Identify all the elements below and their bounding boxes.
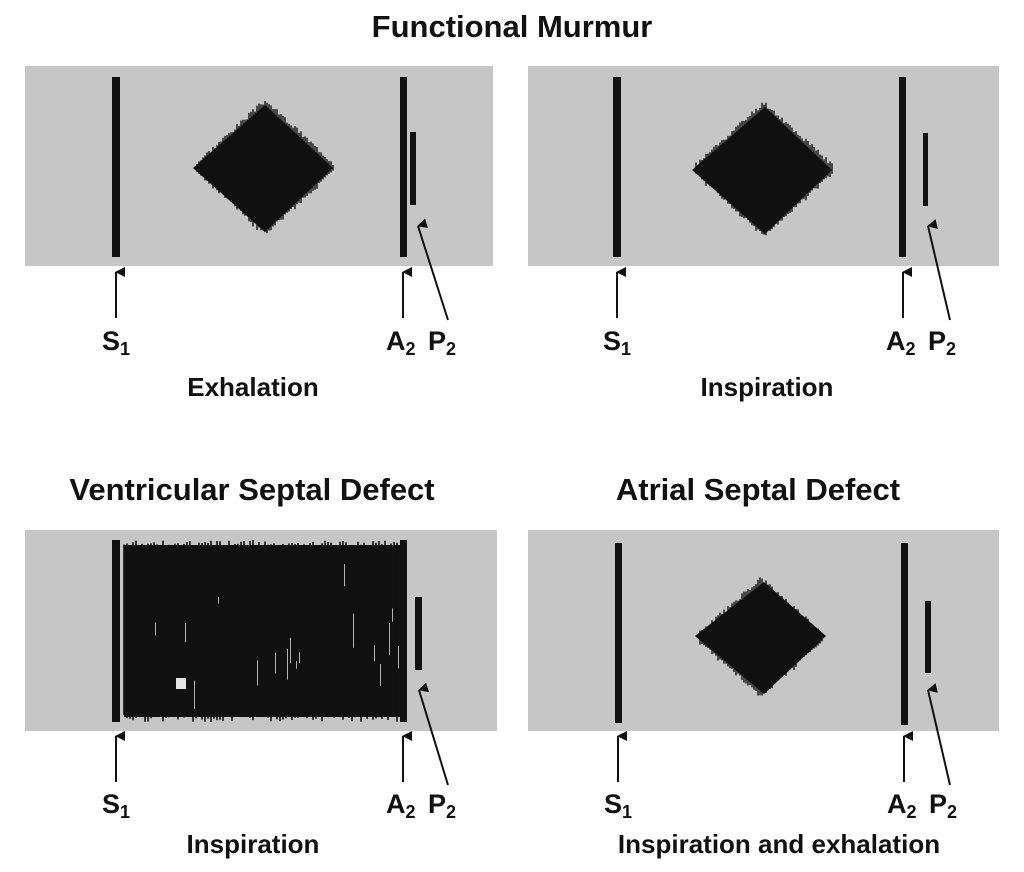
ventricular-septal-defect-heading: Ventricular Septal Defect [69,472,434,507]
p2-label: P2 [428,789,456,822]
p2-label: P2 [428,326,456,359]
s1-sound-bar [112,77,120,257]
murmur-artifact-spot [176,678,186,689]
panel-caption: Inspiration [701,372,834,402]
a2-label: A2 [887,789,917,822]
a2-sound-bar [901,543,908,725]
panel-caption: Inspiration [187,829,320,859]
s1-label: S1 [102,789,130,822]
murmur-jagged-edge [695,102,833,236]
panel-caption: Exhalation [187,372,318,402]
s1-sound-bar [615,543,622,723]
murmur-jagged-edge [699,577,823,696]
a2-label: A2 [386,326,416,359]
a2-label: A2 [386,789,416,822]
p2-label: P2 [929,789,957,822]
functional-murmur-heading: Functional Murmur [372,9,653,44]
p2-arrow [417,218,449,321]
a2-sound-bar [400,540,407,722]
p2-label: P2 [928,326,956,359]
p2-arrow [927,683,951,786]
p2-sound-bar [923,133,928,206]
p2-sound-bar [415,597,422,670]
phonocardiogram-panel-functional-exhalation: S1 A2 P2 Exhalation [25,66,493,402]
murmur-noise-texture [123,540,399,722]
s1-label: S1 [604,789,632,822]
p2-sound-bar [410,132,416,205]
s1-sound-bar [613,77,621,257]
murmur-jagged-edge [196,101,334,234]
p2-arrow [418,682,449,786]
a2-sound-bar [899,77,906,257]
p2-sound-bar [925,601,931,673]
phonocardiogram-panel-atrial-septal-defect: S1 A2 P2 Inspiration and exhalation [528,530,999,859]
s1-label: S1 [603,326,631,359]
a2-label: A2 [886,326,916,359]
panel-caption: Inspiration and exhalation [618,829,940,859]
a2-sound-bar [400,77,407,257]
phonocardiogram-panel-ventricular-septal-defect: S1 A2 P2 Inspiration [25,530,497,859]
p2-arrow [927,219,951,321]
phonocardiogram-panel-functional-inspiration: S1 A2 P2 Inspiration [528,66,999,402]
s1-label: S1 [102,326,130,359]
atrial-septal-defect-heading: Atrial Septal Defect [616,472,900,507]
s1-sound-bar [112,540,120,722]
